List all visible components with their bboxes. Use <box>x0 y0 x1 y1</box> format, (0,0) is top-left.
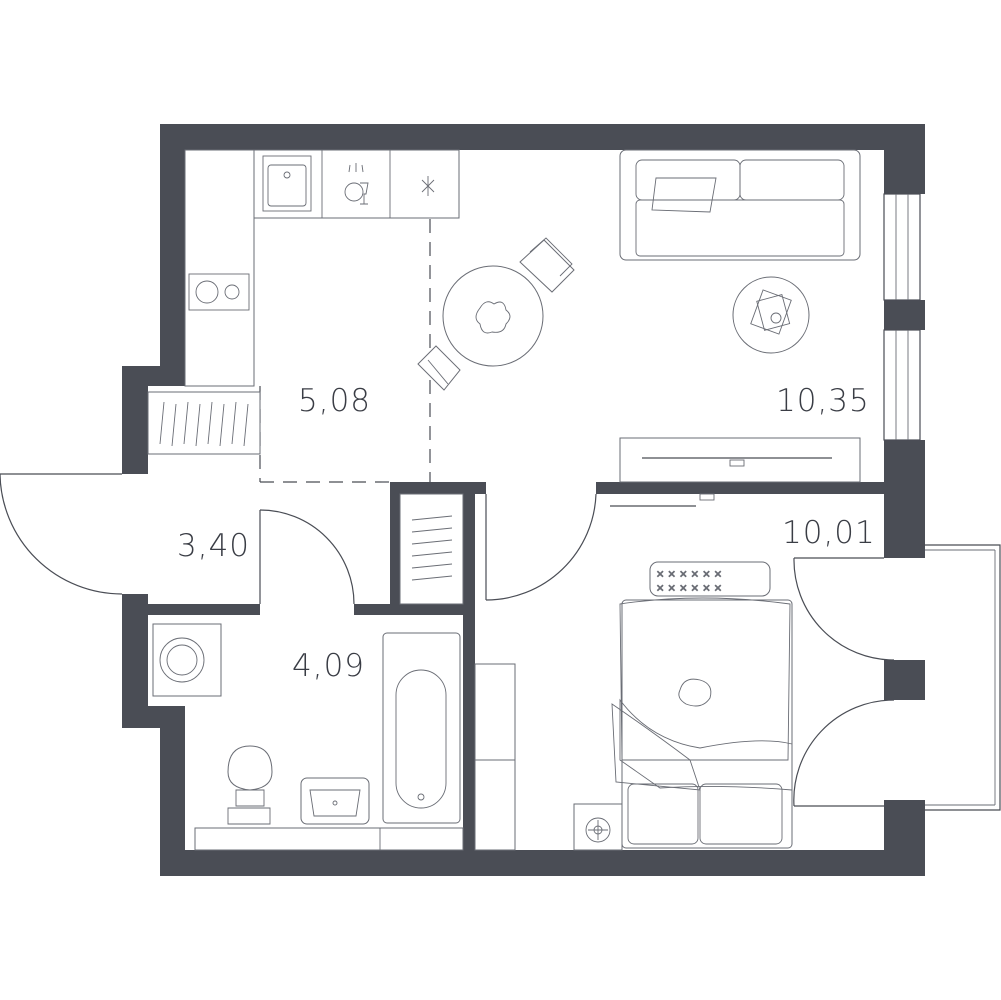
balcony <box>920 544 1001 811</box>
fan-icon <box>585 817 611 843</box>
area-bedroom: 10,01 <box>782 515 876 551</box>
toilet-icon <box>227 745 273 825</box>
dishwasher-icon <box>344 163 369 205</box>
washing-machine-icon <box>152 623 222 697</box>
area-labels: 5,08 10,35 10,01 3,40 4,09 <box>177 383 876 684</box>
sofa-icon <box>619 149 861 261</box>
star-icon <box>421 176 435 196</box>
living-furniture <box>619 149 861 483</box>
bedroom-furniture: × × × × × × × × × × × × <box>474 493 793 851</box>
hall-wardrobe <box>399 493 464 605</box>
coffee-table-icon <box>732 276 810 354</box>
svg-text:× × × × × ×: × × × × × × <box>656 569 722 580</box>
windows <box>883 193 921 441</box>
area-hall: 3,40 <box>177 528 250 564</box>
sink-icon <box>262 155 312 212</box>
area-living: 10,35 <box>776 383 870 419</box>
kitchen-furniture <box>147 149 460 455</box>
area-bathroom: 4,09 <box>292 648 365 684</box>
bathroom-furniture <box>152 623 464 851</box>
dining-table <box>417 237 575 391</box>
washbasin-icon <box>300 777 370 825</box>
area-kitchen: 5,08 <box>298 383 371 419</box>
walls <box>122 124 925 876</box>
cooktop-icon <box>188 273 250 311</box>
doors <box>0 473 895 807</box>
svg-text:× × × × × ×: × × × × × × <box>656 583 722 594</box>
bed-icon <box>611 597 793 849</box>
bathtub-icon <box>382 632 461 824</box>
